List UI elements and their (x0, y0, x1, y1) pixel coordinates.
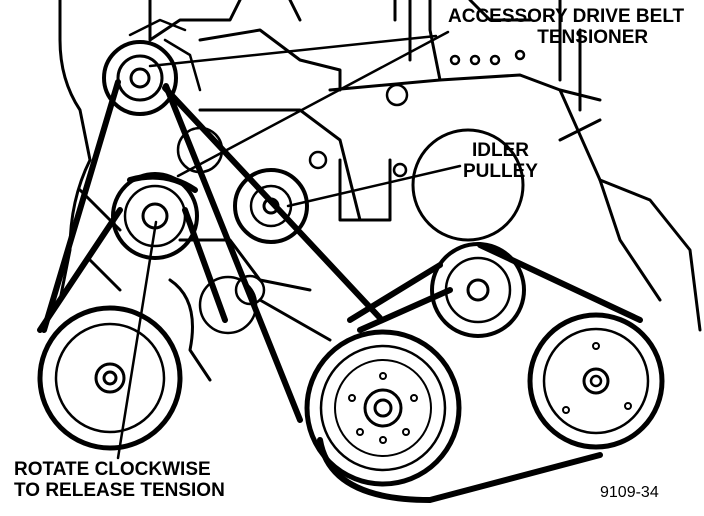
tensioner-label-line2: TENSIONER (537, 27, 649, 49)
leader-lines (116, 30, 462, 460)
rotate-label-line2: TO RELEASE TENSION (14, 480, 225, 502)
idler-label-line2: PULLEY (463, 161, 538, 183)
rotate-leader-line (116, 220, 158, 460)
tensioner-pulley (102, 40, 178, 116)
ac-compressor-pulley (527, 312, 665, 450)
tensioner-label-line1: ACCESSORY DRIVE BELT (448, 6, 685, 27)
figure-number: 9109-34 (600, 484, 659, 501)
tensioner-label: ACCESSORY DRIVE BELT TENSIONER (448, 6, 684, 49)
power-steering-pulley (430, 242, 526, 338)
tensioner-leader-line (176, 30, 450, 178)
idler-leader-line (286, 164, 462, 208)
rotate-label-line1: ROTATE CLOCKWISE (14, 459, 211, 480)
idler-pulley-label: IDLER PULLEY (463, 140, 538, 183)
crankshaft-pulley (304, 329, 462, 487)
idler-label-line1: IDLER (471, 140, 529, 161)
tensioner-leader-line-2 (148, 34, 438, 68)
rotate-instruction-label: ROTATE CLOCKWISE TO RELEASE TENSION (14, 459, 225, 502)
rotate-pulley (111, 172, 199, 260)
idler-pulley (233, 168, 309, 244)
alternator-pulley (37, 305, 183, 451)
